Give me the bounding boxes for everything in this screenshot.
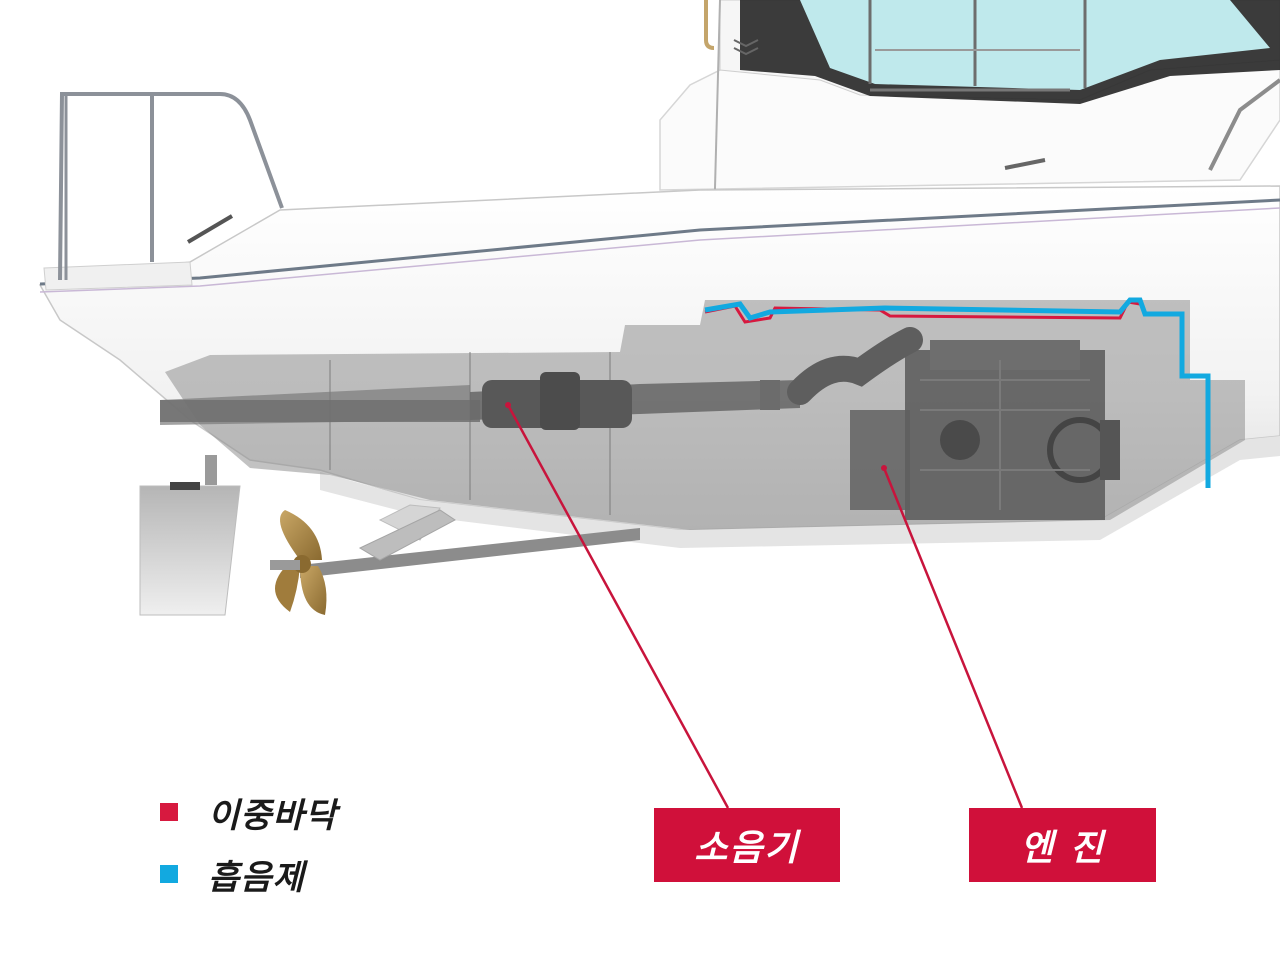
windshield-glass bbox=[800, 0, 1270, 90]
legend-label: 흡음제 bbox=[208, 857, 305, 898]
legend-swatch-blue bbox=[160, 865, 178, 883]
propeller-shaft bbox=[300, 504, 640, 578]
propeller bbox=[270, 510, 327, 615]
sound-absorbing-material bbox=[704, 297, 1211, 488]
legend-swatch-red bbox=[160, 803, 178, 821]
legend: 이중바닥 흡음제 bbox=[160, 790, 337, 914]
engine-leader-line bbox=[882, 467, 1024, 809]
engine bbox=[850, 340, 1120, 520]
legend-item-sound-absorber: 흡음제 bbox=[160, 852, 337, 898]
muffler-callout: 소음기 bbox=[654, 808, 840, 882]
exhaust-system bbox=[160, 327, 923, 430]
muffler-leader-line bbox=[506, 404, 730, 809]
cabin bbox=[659, 0, 1280, 301]
legend-label: 이중바닥 bbox=[208, 795, 338, 836]
leader-lines bbox=[505, 402, 1024, 809]
engine-callout: 엔 진 bbox=[969, 808, 1156, 882]
rudder bbox=[139, 455, 241, 616]
legend-item-double-bottom: 이중바닥 bbox=[160, 790, 338, 836]
